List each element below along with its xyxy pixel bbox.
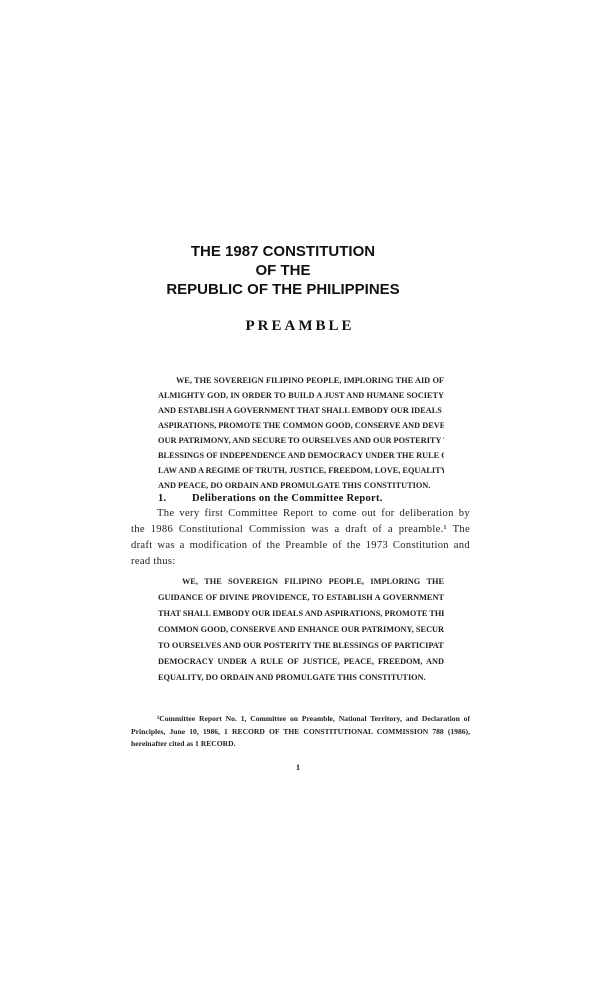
text-line: TO OURSELVES AND OUR POSTERITY THE BLESS… <box>158 641 444 650</box>
text-line: AND PEACE, DO ORDAIN AND PROMULGATE THIS… <box>158 481 431 490</box>
text-line: THAT SHALL EMBODY OUR IDEALS AND ASPIRAT… <box>158 609 444 618</box>
preamble-heading: PREAMBLE <box>245 318 355 334</box>
text-line: GUIDANCE OF DIVINE PROVIDENCE, TO ESTABL… <box>158 593 444 602</box>
text-line: WE, THE SOVEREIGN FILIPINO PEOPLE, IMPLO… <box>176 376 444 385</box>
text-line: OUR PATRIMONY, AND SECURE TO OURSELVES A… <box>158 436 444 445</box>
section-heading: 1. Deliberations on the Committee Report. <box>158 493 383 505</box>
text-line: ASPIRATIONS, PROMOTE THE COMMON GOOD, CO… <box>158 421 444 430</box>
page-number: 1 <box>296 763 300 772</box>
section-number: 1. <box>158 493 167 504</box>
text-line: BLESSINGS OF INDEPENDENCE AND DEMOCRACY … <box>158 451 444 460</box>
text-line: read thus: <box>131 556 176 567</box>
text-line: LAW AND A REGIME OF TRUTH, JUSTICE, FREE… <box>158 466 444 475</box>
text-line: The very first Committee Report to come … <box>157 508 470 519</box>
text-line: ALMIGHTY GOD, IN ORDER TO BUILD A JUST A… <box>158 391 444 400</box>
text-line: the 1986 Constitutional Commission was a… <box>131 524 470 535</box>
title-line-2: OF THE <box>255 262 311 279</box>
title-line-1: THE 1987 CONSTITUTION <box>190 243 376 260</box>
text-line: hereinafter cited as 1 RECORD. <box>131 739 236 748</box>
text-line: WE, THE SOVEREIGN FILIPINO PEOPLE, IMPLO… <box>182 577 444 586</box>
title-line-3: REPUBLIC OF THE PHILIPPINES <box>166 281 400 298</box>
text-line: ¹Committee Report No. 1, Committee on Pr… <box>157 714 470 723</box>
text-line: draft was a modification of the Preamble… <box>131 540 470 551</box>
text-line: COMMON GOOD, CONSERVE AND ENHANCE OUR PA… <box>158 625 444 634</box>
section-title: Deliberations on the Committee Report. <box>192 493 383 504</box>
text-line: Principles, June 10, 1986, 1 RECORD OF T… <box>131 726 470 736</box>
text-line: EQUALITY, DO ORDAIN AND PROMULGATE THIS … <box>158 673 426 682</box>
text-line: AND ESTABLISH A GOVERNMENT THAT SHALL EM… <box>158 406 444 415</box>
text-line: DEMOCRACY UNDER A RULE OF JUSTICE, PEACE… <box>158 657 444 666</box>
